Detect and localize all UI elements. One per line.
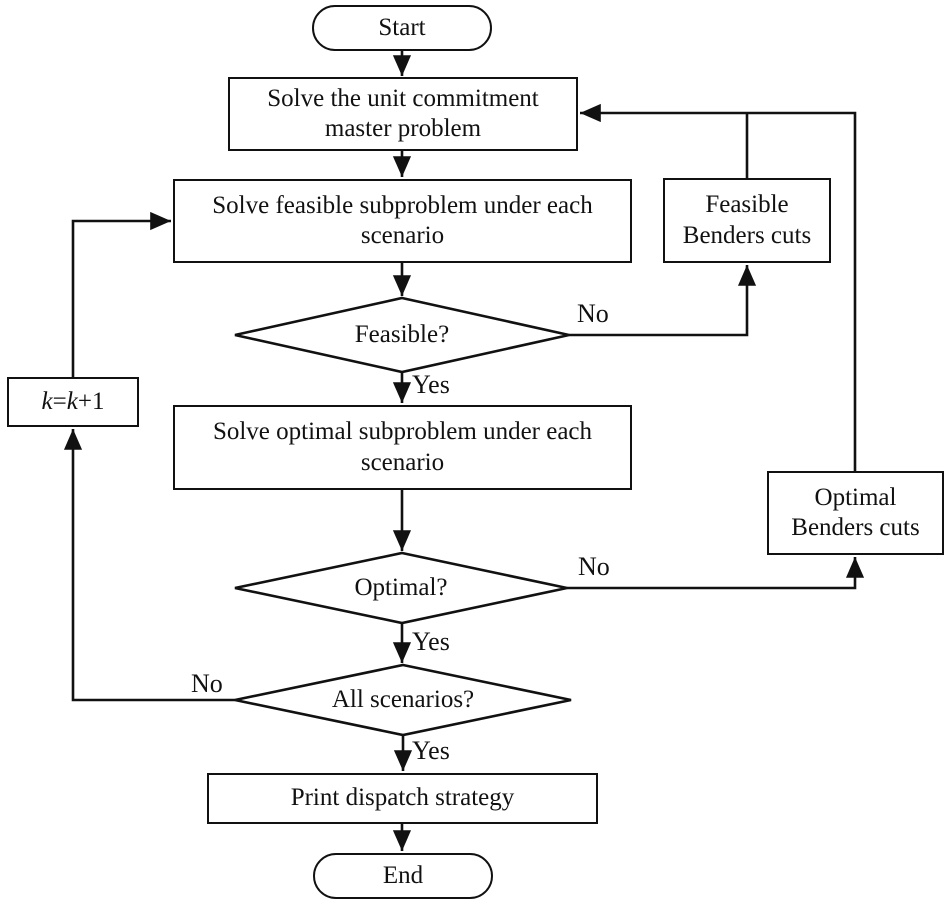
- node-start: Start: [312, 5, 492, 51]
- node-feasible-benders-cuts: Feasible Benders cuts: [663, 178, 831, 263]
- optimal-benders-cuts-label: Optimal Benders cuts: [791, 483, 920, 542]
- optimal-subproblem-label: Solve optimal subproblem under each scen…: [212, 418, 593, 476]
- all-scenarios-decision-diamond: [234, 663, 572, 737]
- edge-feasible-no-to-feasible-cuts: [569, 265, 757, 337]
- edge-optimal-cuts-to-master: [580, 103, 857, 471]
- node-optimal-subproblem: Solve optimal subproblem under each scen…: [173, 405, 632, 490]
- node-optimal-benders-cuts: Optimal Benders cuts: [767, 471, 944, 555]
- optimal-decision-diamond: [234, 551, 568, 625]
- feasible-yes-label: Yes: [412, 370, 450, 399]
- print-dispatch-label: Print dispatch strategy: [290, 784, 515, 812]
- node-end: End: [313, 853, 493, 899]
- edge-all-scenarios-no-to-k-update: [63, 429, 235, 702]
- node-feasible-subproblem: Solve feasible subproblem under each sce…: [173, 179, 632, 263]
- k-update-label: k=k+1: [41, 387, 105, 415]
- optimal-no-label: No: [578, 552, 610, 581]
- end-label: End: [382, 861, 424, 889]
- all-scenarios-no-label: No: [191, 669, 223, 698]
- all-scenarios-yes-label: Yes: [412, 736, 450, 765]
- node-k-update: k=k+1: [7, 377, 139, 427]
- master-problem-label: Solve the unit commitment master problem: [267, 84, 539, 143]
- start-label: Start: [378, 13, 426, 41]
- edge-k-update-to-feasible-subproblem: [71, 211, 171, 377]
- feasible-decision-diamond: [234, 296, 570, 374]
- feasible-subproblem-label: Solve feasible subproblem under each sce…: [212, 191, 593, 250]
- node-master-problem: Solve the unit commitment master problem: [228, 77, 578, 151]
- feasible-benders-cuts-label: Feasible Benders cuts: [682, 191, 812, 249]
- node-print-dispatch: Print dispatch strategy: [207, 773, 598, 824]
- optimal-yes-label: Yes: [412, 627, 450, 656]
- edge-optimal-no-to-optimal-cuts: [567, 557, 865, 590]
- feasible-no-label: No: [577, 299, 609, 328]
